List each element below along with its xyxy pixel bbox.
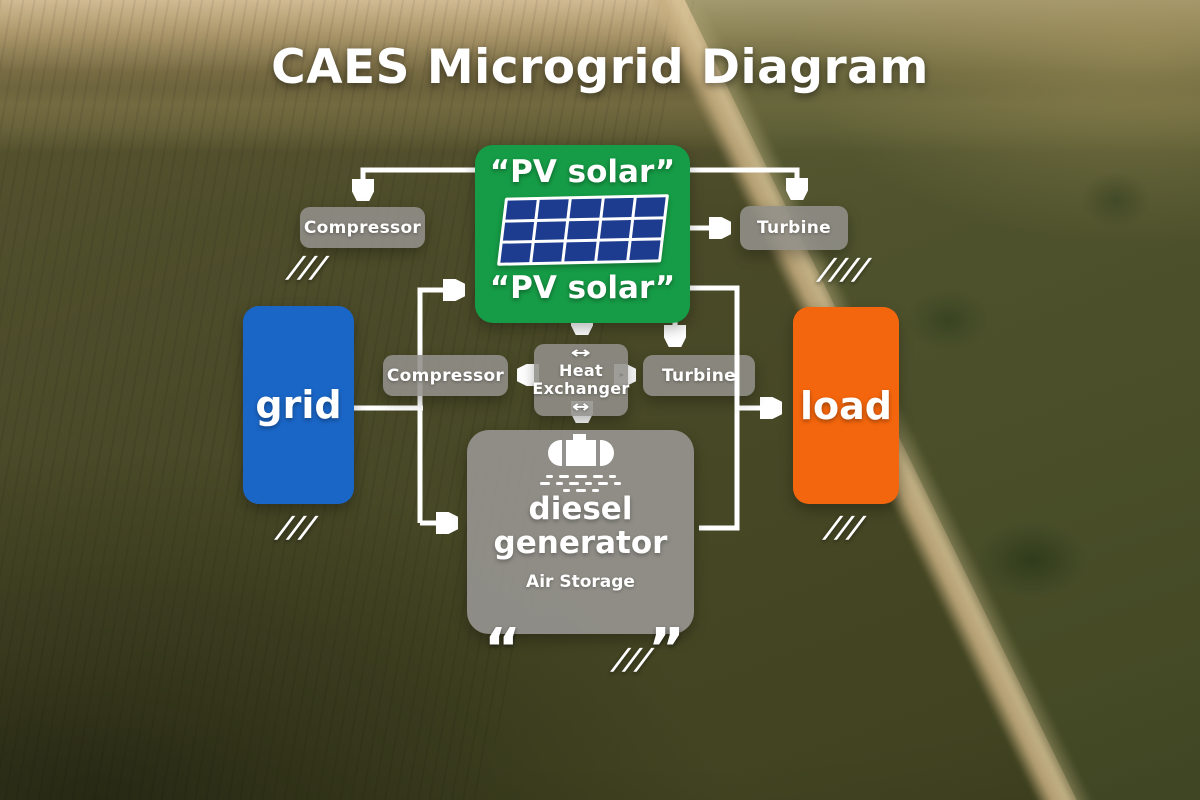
diesel-generator-label-line1: diesel (528, 491, 633, 527)
open-quote-mark: “ (484, 617, 521, 682)
grid-label: grid (255, 383, 342, 427)
load-node: load (793, 307, 899, 504)
solar-panel-icon (496, 194, 669, 266)
heat-exchanger-label-line2: Exchanger (532, 379, 630, 398)
air-puffs-icon (539, 471, 623, 492)
compressor-mid-node: Compressor (383, 355, 508, 396)
heat-flow-top-icon: ↔ (570, 343, 592, 362)
turbine-mid-node: Turbine (643, 355, 755, 396)
heat-flow-bottom-icon: ↔ (572, 397, 590, 416)
grid-node: grid (243, 306, 354, 504)
close-quote-mark: ” (648, 617, 685, 682)
turbine-mid-label: Turbine (662, 365, 736, 386)
compressor-mid-label: Compressor (386, 365, 505, 386)
pv-solar-node: “PV solar” “PV solar” (475, 145, 690, 323)
diesel-generator-label-line2: generator (493, 525, 668, 561)
heat-exchanger-label-line1: Heat (559, 361, 603, 380)
load-label: load (800, 383, 892, 428)
compressor-top-node: Compressor (300, 207, 425, 248)
turbine-top-node: Turbine (740, 206, 848, 250)
pv-solar-label-bottom: “PV solar” (489, 270, 676, 306)
compressor-top-label: Compressor (303, 217, 422, 238)
diesel-generator-node: diesel generator Air Storage (467, 430, 694, 634)
pv-solar-label-top: “PV solar” (489, 154, 676, 190)
air-storage-tank-icon (547, 434, 614, 466)
diagram-title: CAES Microgrid Diagram (271, 40, 929, 95)
turbine-top-label: Turbine (757, 218, 831, 238)
air-storage-label: Air Storage (526, 572, 635, 592)
heat-exchanger-node: ↔ Heat Exchanger ↔ (532, 344, 630, 416)
slash-marks-turbine-top: //// (817, 252, 873, 286)
